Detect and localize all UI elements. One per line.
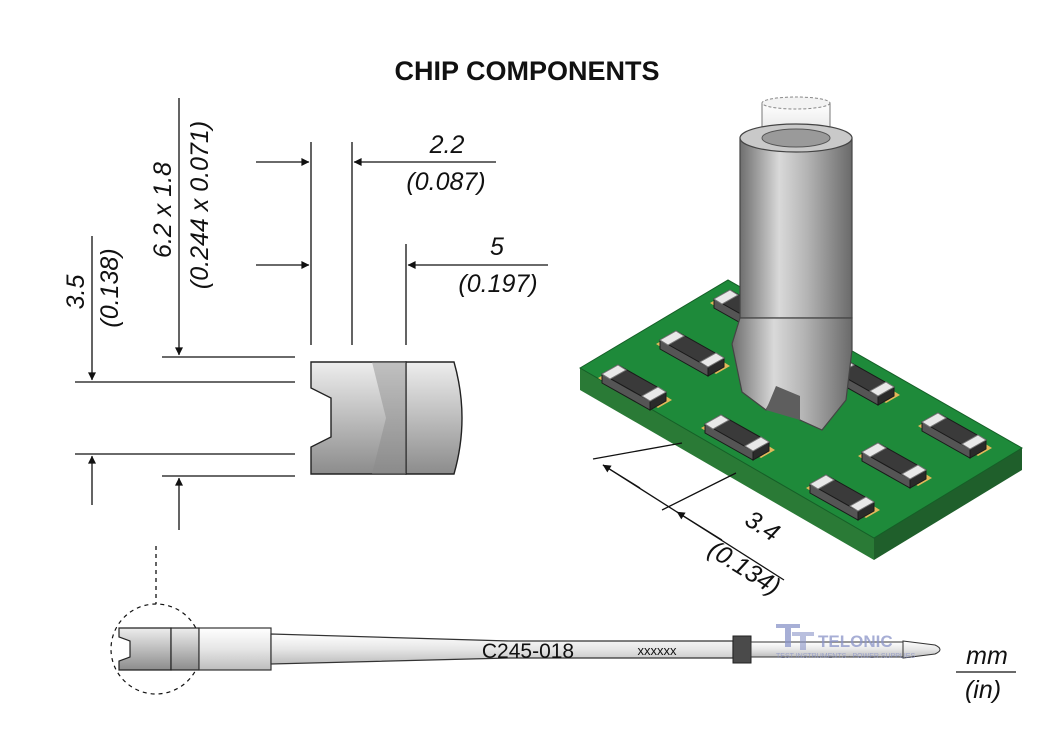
serial-mark: xxxxxx [638, 643, 678, 658]
slot-in: (0.134) [703, 535, 785, 601]
cross-section-dimension: 6.2 x 1.8 (0.244 x 0.071) [149, 98, 214, 530]
height-in: (0.138) [96, 248, 124, 327]
telonic-logo: TELONIC TEST INSTRUMENTS · POWER SUPPLIE… [776, 624, 915, 660]
length-dimension: 5 (0.197) [256, 233, 548, 298]
chip-component [701, 414, 775, 461]
chip-component [598, 364, 672, 411]
tip-full-view: C245-018 xxxxxx [110, 546, 941, 695]
units-in: (in) [965, 676, 1001, 704]
width-mm: 2.2 [429, 131, 465, 159]
units-legend: mm (in) [956, 642, 1016, 704]
cross-section-in: (0.244 x 0.071) [186, 121, 214, 289]
length-mm: 5 [490, 233, 504, 261]
watermark-brand: TELONIC [818, 632, 893, 651]
part-number: C245-018 [482, 640, 574, 663]
tip-iso-view [731, 96, 853, 431]
cross-section-mm: 6.2 x 1.8 [149, 162, 177, 258]
watermark-tagline: TEST INSTRUMENTS · POWER SUPPLIES [776, 653, 915, 660]
width-in: (0.087) [406, 168, 485, 196]
chip-component [918, 412, 992, 459]
chip-component [858, 442, 932, 489]
length-in: (0.197) [458, 270, 537, 298]
chip-component [656, 330, 730, 377]
extension-lines [75, 142, 407, 477]
tip-front-view [310, 361, 463, 475]
chip-component [806, 474, 880, 521]
height-mm: 3.5 [62, 275, 90, 310]
height-dimension: 3.5 (0.138) [62, 236, 124, 505]
slot-mm: 3.4 [740, 505, 784, 547]
title: CHIP COMPONENTS [394, 56, 659, 86]
width-dimension: 2.2 (0.087) [256, 131, 496, 196]
units-mm: mm [966, 642, 1008, 670]
